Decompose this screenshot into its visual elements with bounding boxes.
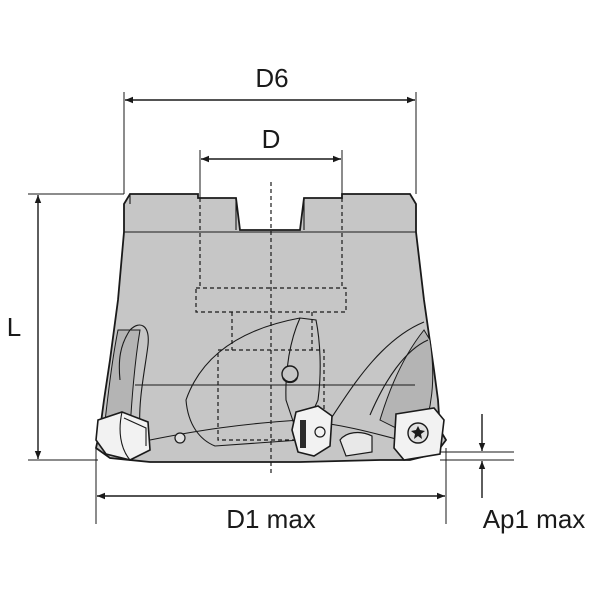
l-label: L bbox=[7, 312, 21, 342]
insert-small-screw bbox=[174, 432, 186, 444]
screw-hole-shadow bbox=[282, 377, 298, 384]
dimension-ap1max: Ap1 max bbox=[440, 414, 585, 534]
hidden-bore bbox=[195, 182, 347, 474]
insert-center-notch bbox=[300, 420, 306, 448]
pocket-curve-center-inner bbox=[285, 317, 301, 431]
insert-right bbox=[393, 407, 445, 461]
dimension-d: D bbox=[199, 124, 343, 198]
pocket-curve-left bbox=[118, 324, 149, 431]
torx-icon bbox=[411, 426, 425, 439]
dimension-d1max: D1 max bbox=[95, 448, 447, 534]
dimension-d6: D6 bbox=[123, 63, 417, 194]
d6-label: D6 bbox=[255, 63, 288, 93]
keyway-slot bbox=[235, 198, 305, 230]
insert-small bbox=[174, 431, 373, 457]
insert-center bbox=[291, 405, 333, 457]
pocket-curve-center bbox=[185, 317, 321, 447]
insert-center-screw bbox=[314, 426, 326, 438]
dimension-l: L bbox=[7, 193, 124, 461]
pocket-curve-right bbox=[329, 321, 429, 421]
d1max-label: D1 max bbox=[226, 504, 316, 534]
insert-left bbox=[95, 411, 151, 461]
ap1max-label: Ap1 max bbox=[483, 504, 586, 534]
insert-left-face bbox=[119, 411, 147, 461]
d-label: D bbox=[262, 124, 281, 154]
insert-small-body bbox=[339, 431, 373, 457]
insert-center-body bbox=[291, 405, 333, 457]
